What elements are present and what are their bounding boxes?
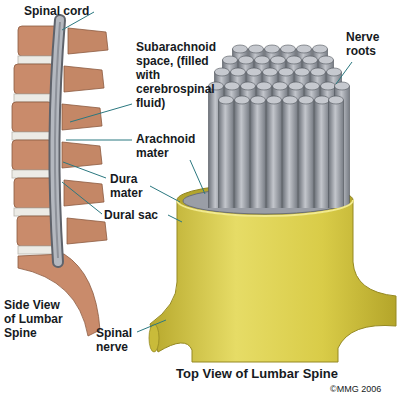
- spinal-nerve-end: [149, 324, 159, 352]
- copyright-note: ©MMG 2006: [330, 384, 398, 395]
- part-label: Spinal cord: [24, 4, 104, 18]
- part-label: Spinal nerve: [96, 326, 142, 354]
- part-label: Subarachnoid space, (filled with cerebro…: [136, 40, 224, 110]
- part-label: Arachnoid mater: [136, 132, 206, 160]
- leader-lines: [62, 12, 352, 332]
- dural-sac-side: [54, 20, 60, 262]
- part-label: Dura mater: [110, 172, 152, 200]
- part-label: Dural sac: [104, 208, 174, 222]
- spinal-cord-side: [54, 20, 60, 262]
- view-caption: Side View of Lumbar Spine: [4, 298, 70, 340]
- cord-core: [55, 22, 60, 258]
- nerve-root-bundle: [209, 45, 350, 208]
- dural-sac-top: [150, 200, 396, 362]
- dura-rim-front: [177, 200, 353, 216]
- view-caption: Top View of Lumbar Spine: [176, 366, 396, 382]
- part-label: Nerve roots: [346, 30, 396, 58]
